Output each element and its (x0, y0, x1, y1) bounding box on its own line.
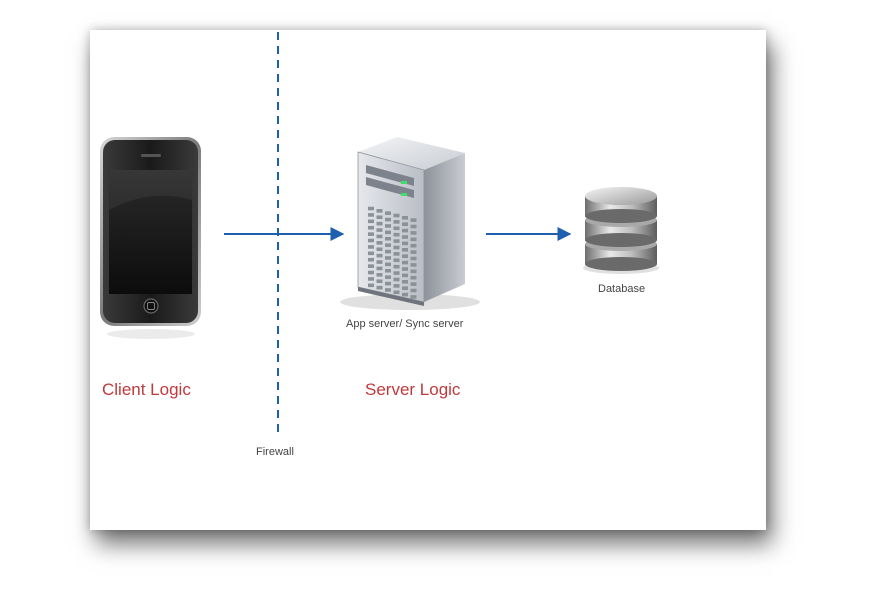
server-vent (376, 209, 383, 213)
server-vent (385, 275, 391, 279)
server-vent (402, 254, 408, 258)
server-vent (368, 225, 374, 230)
server-vent (376, 253, 383, 258)
server-vent (376, 279, 383, 284)
server-vent (410, 231, 417, 235)
server-vent (368, 213, 374, 217)
server-vent (393, 290, 400, 295)
server-vent (376, 241, 383, 245)
server-vent (376, 234, 383, 239)
server-vent (385, 243, 391, 247)
server-vent (393, 284, 400, 288)
server-vent (402, 286, 408, 290)
server-vent (385, 249, 391, 254)
server-vent (402, 267, 408, 271)
server-caption: App server/ Sync server (346, 318, 464, 330)
server-vent (376, 221, 383, 226)
server-vent (385, 211, 391, 215)
server-vent (393, 258, 400, 263)
server-vent (393, 239, 400, 243)
server-vent (368, 251, 374, 256)
server-vent (385, 256, 391, 260)
server-vent (402, 273, 408, 278)
server-vent (402, 222, 408, 226)
server-vent (410, 256, 417, 261)
server-vent (410, 282, 417, 286)
server-vent (368, 277, 374, 281)
server-vent (368, 232, 374, 236)
server-vent (385, 230, 391, 235)
server-vent (385, 217, 391, 222)
server-vent (393, 245, 400, 250)
server-vent (402, 292, 408, 297)
server-vent (410, 243, 417, 248)
server-vent (368, 238, 374, 243)
server-vent (393, 252, 400, 256)
server-vent (393, 277, 400, 282)
server-vent (393, 271, 400, 275)
database-icon (583, 187, 659, 274)
smartphone-icon (100, 137, 201, 339)
server-vent (368, 219, 374, 224)
client-logic-label: Client Logic (102, 380, 191, 399)
server-vent (393, 226, 400, 231)
server-vent (368, 245, 374, 249)
firewall-label: Firewall (256, 446, 294, 458)
server-vent (402, 280, 408, 284)
server-vent (410, 288, 417, 293)
server-vent (376, 215, 383, 220)
server-vent (410, 263, 417, 267)
server-vent (402, 248, 408, 252)
server-vent (376, 285, 383, 290)
server-vent (402, 260, 408, 265)
server-vent (385, 262, 391, 267)
server-vent (393, 213, 400, 218)
server-vent (385, 281, 391, 286)
server-vent (368, 257, 374, 262)
database-caption: Database (598, 283, 646, 295)
server-vent (376, 266, 383, 271)
server-vent (410, 237, 417, 242)
server-tower-icon (340, 137, 480, 310)
server-vent (385, 288, 391, 292)
server-vent (410, 250, 417, 254)
server-vent (385, 268, 391, 273)
server-vent (368, 283, 374, 288)
server-vent (410, 218, 417, 222)
server-vent (393, 220, 400, 224)
server-vent (376, 260, 383, 264)
server-vent (402, 241, 408, 246)
server-logic-label: Server Logic (365, 380, 461, 399)
server-vent (368, 264, 374, 268)
server-vent (376, 228, 383, 232)
server-vent (402, 235, 408, 239)
server-vent (376, 273, 383, 277)
server-vent (410, 224, 417, 229)
server-vent (402, 216, 408, 220)
server-vent (368, 270, 374, 275)
server-vent (385, 236, 391, 241)
server-vent (410, 275, 417, 280)
server-vent (410, 269, 417, 274)
server-vent (376, 247, 383, 252)
server-vent (393, 232, 400, 237)
server-vent (368, 206, 374, 211)
server-vent (410, 295, 417, 299)
server-vent (402, 228, 408, 233)
server-vent (393, 264, 400, 269)
server-vent (385, 224, 391, 228)
